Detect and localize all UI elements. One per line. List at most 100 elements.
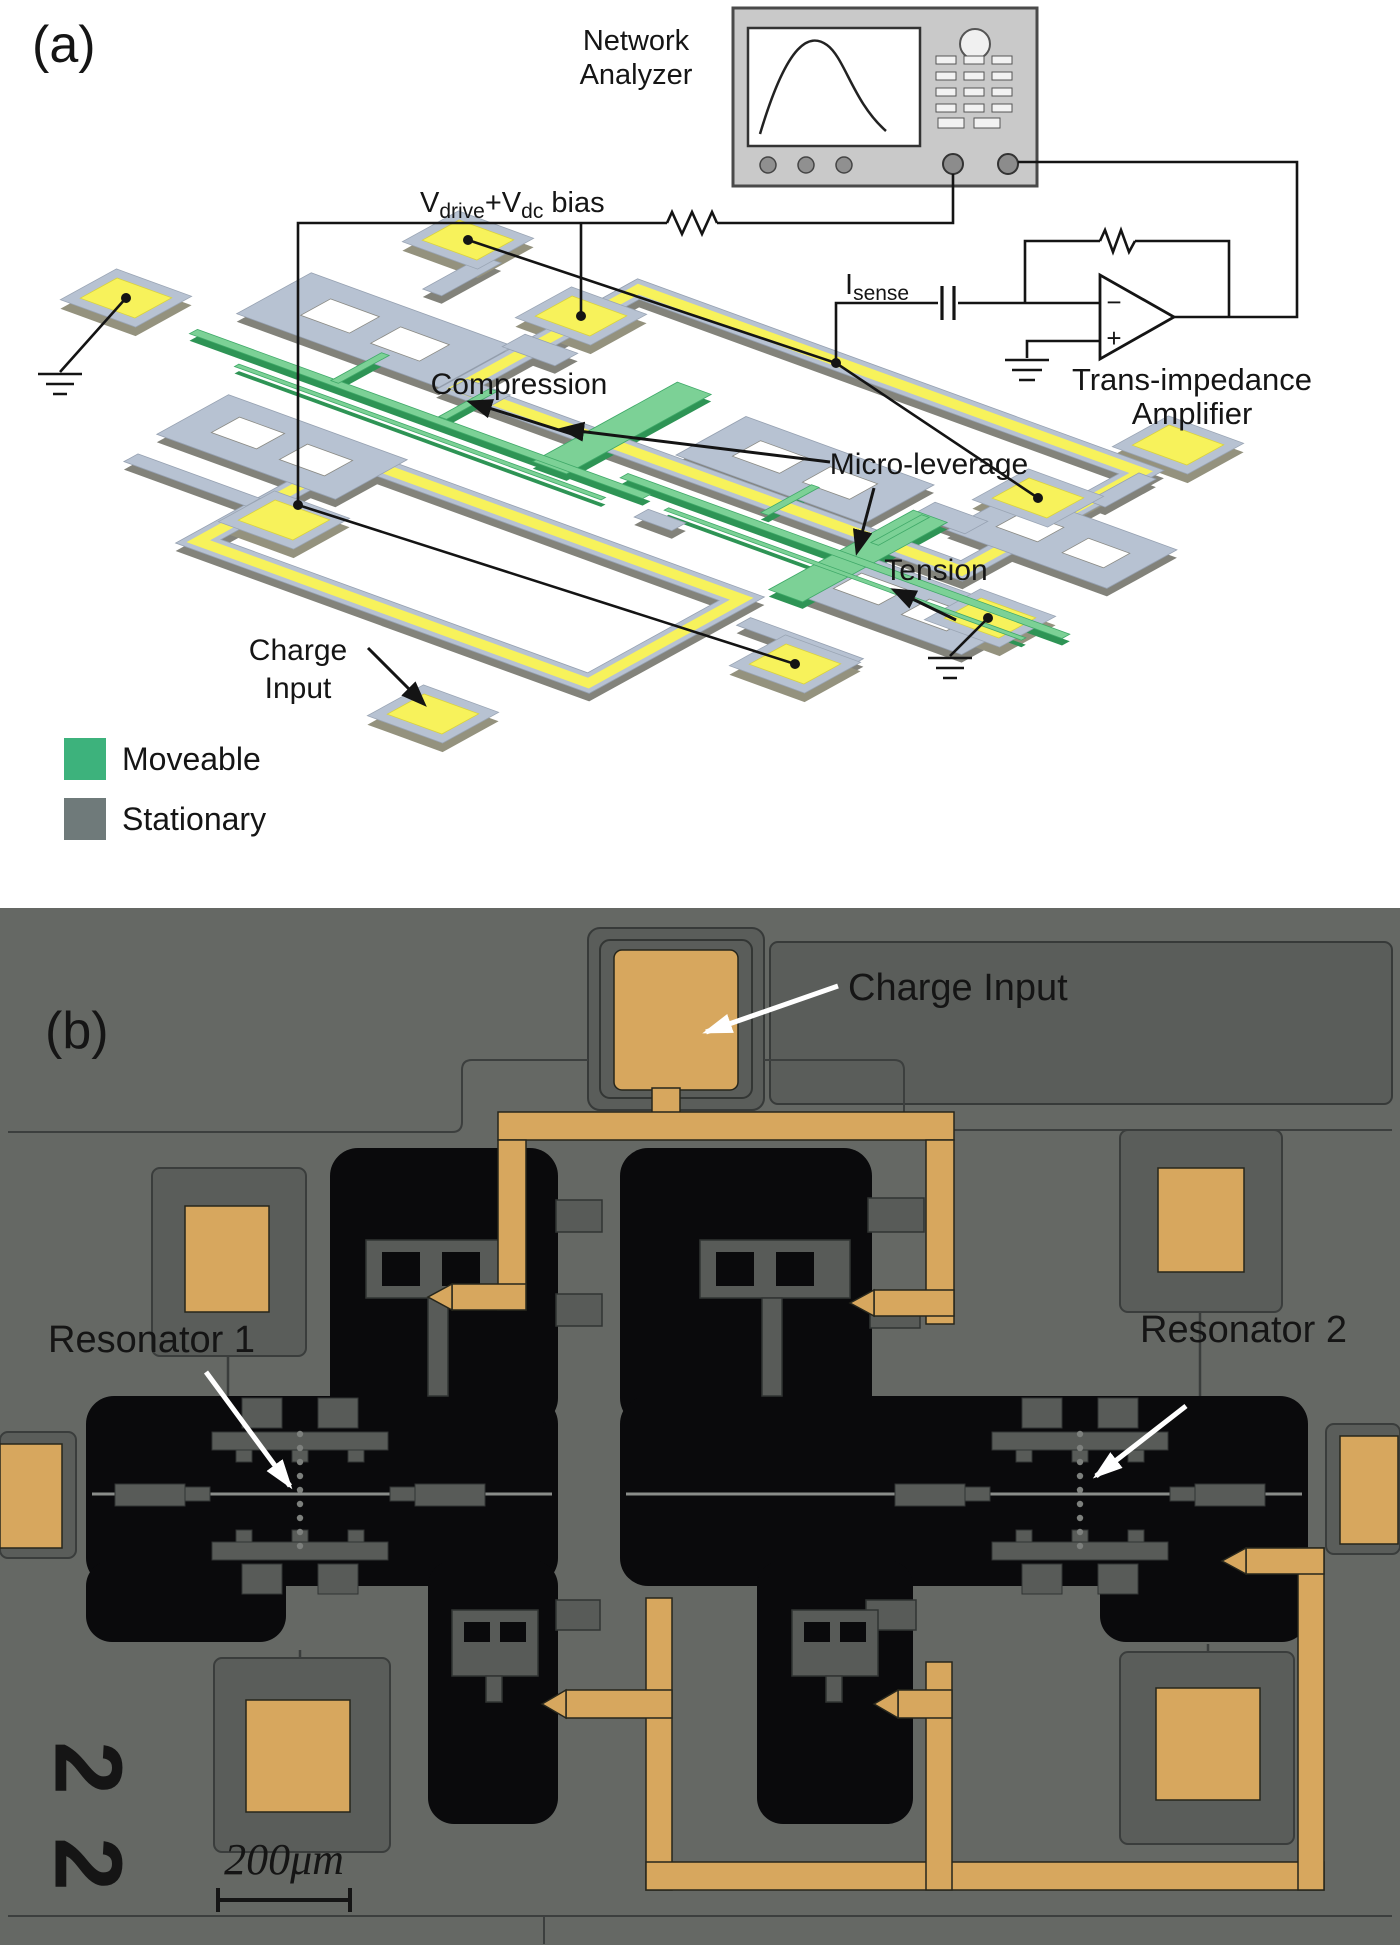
resonator-anchor	[317, 1563, 359, 1595]
drive-stub-right	[873, 1289, 955, 1317]
anchor-hole	[804, 1622, 830, 1642]
sense-stub-right	[897, 1689, 953, 1719]
etch-hole	[1061, 537, 1131, 569]
moveable-side	[330, 359, 390, 391]
comb-tooth	[1127, 1529, 1145, 1543]
charge-input-pad	[613, 949, 739, 1091]
resonator1-pointer	[203, 1370, 293, 1490]
sense-stub-right-tip	[872, 1688, 899, 1720]
output-wire	[1018, 160, 1299, 319]
comb-dot	[296, 1514, 304, 1522]
micro-leverage-arrow-down	[852, 487, 876, 556]
feedback-wire2	[1135, 239, 1231, 317]
anchor-hole	[840, 1622, 866, 1642]
sense-trace-riser	[1297, 1547, 1325, 1891]
sense-riser-stub	[1245, 1547, 1325, 1575]
instrument-button	[937, 117, 965, 129]
sense-trace-center	[645, 1597, 673, 1891]
isense-i: I	[845, 269, 853, 301]
stationary-structure	[501, 333, 579, 367]
legend-label-stationary: Stationary	[122, 801, 266, 837]
anchor-hole	[442, 1252, 480, 1286]
die-mark-digit: 2	[35, 1837, 142, 1890]
etch-hole	[210, 416, 286, 450]
instrument-button	[963, 103, 985, 113]
resonator-anchor	[317, 1397, 359, 1429]
wire-junction-dot	[790, 659, 800, 669]
panel-b: 2 2 200μm Charge Input Resonator 1 Reson…	[0, 908, 1400, 1945]
faint-outline	[8, 1059, 588, 1133]
junction-dots	[121, 235, 1043, 669]
micro-leverage-arrow-left	[558, 421, 831, 464]
resonance-curve	[758, 39, 887, 135]
resonator-structures	[92, 1397, 1302, 1595]
electrode-tab	[555, 1599, 601, 1631]
instrument-button	[935, 87, 957, 97]
network-analyzer-label-1: Network	[583, 25, 690, 57]
comb-tooth	[235, 1449, 253, 1463]
wire-junction-dot	[576, 311, 586, 321]
panel-a: (a) Network Analyzer Vdrive+Vdc bias Ise…	[32, 6, 1312, 840]
electrode-tab	[555, 1293, 603, 1327]
charge-input-label-1: Charge	[249, 634, 347, 667]
comb-dot	[1076, 1514, 1084, 1522]
comb-dot	[296, 1458, 304, 1466]
frame-ring-gold-stripe	[186, 451, 754, 689]
drive-wire	[717, 174, 955, 225]
charge-trace-topbar	[497, 1111, 955, 1141]
comb-tooth	[235, 1529, 253, 1543]
beam-clamp	[414, 1483, 486, 1507]
scale-bar-line	[216, 1888, 352, 1912]
instrument-button	[991, 71, 1013, 81]
comb-tooth	[347, 1449, 365, 1463]
panel-b-tag: (b)	[45, 1002, 109, 1060]
ground-stem-left	[59, 297, 127, 373]
wire-junction-dot	[1033, 493, 1043, 503]
amplifier-label-2: Amplifier	[1132, 396, 1253, 431]
stationary-structure	[633, 508, 687, 532]
instrument-button	[935, 103, 957, 113]
resonator-anchor	[241, 1563, 283, 1595]
etch-hole	[299, 298, 381, 334]
connector-port	[835, 156, 853, 174]
moveable-structure	[188, 328, 652, 500]
opamp-minus: −	[1106, 287, 1121, 317]
feedback-wire	[1023, 239, 1100, 303]
comb-dot	[296, 1472, 304, 1480]
silicon-structures	[365, 1197, 925, 1703]
scale-bar-label: 200μm	[224, 1835, 344, 1884]
comb-dot	[1076, 1458, 1084, 1466]
etched-band-left	[86, 1396, 558, 1586]
ground-symbol-amp	[1005, 358, 1049, 382]
bias-sub2: dc	[521, 200, 543, 223]
comb-dot	[1076, 1542, 1084, 1550]
comb-dot	[1076, 1486, 1084, 1494]
bias-v2: +V	[485, 187, 522, 219]
moveable-structure	[619, 473, 1071, 639]
stationary-structure	[155, 394, 409, 500]
charge-input-arrow	[366, 646, 427, 707]
gold-layer	[0, 949, 1399, 1891]
etch-hole	[369, 326, 451, 362]
legend-label-moveable: Moveable	[122, 741, 261, 777]
tension-label: Tension	[884, 554, 987, 587]
bias-sub1: drive	[439, 200, 485, 223]
stationary-side	[123, 461, 261, 515]
moveable-structure	[233, 363, 607, 501]
instrument-buttons	[935, 55, 1013, 129]
stationary-side	[634, 517, 686, 539]
bias-tail: bias	[543, 187, 604, 219]
comb-dot	[296, 1500, 304, 1508]
comb-tooth	[347, 1529, 365, 1543]
opamp-triangle	[1098, 272, 1177, 362]
panel-a-tag: (a)	[32, 16, 96, 74]
instrument-screen	[746, 26, 922, 148]
anchor-stem	[427, 1297, 449, 1397]
instrument-button	[935, 55, 957, 65]
comb-tooth	[1127, 1449, 1145, 1463]
drive-stub-left-tip	[426, 1282, 453, 1312]
drive-output-port	[942, 153, 964, 175]
ground-symbol-left	[38, 372, 82, 396]
